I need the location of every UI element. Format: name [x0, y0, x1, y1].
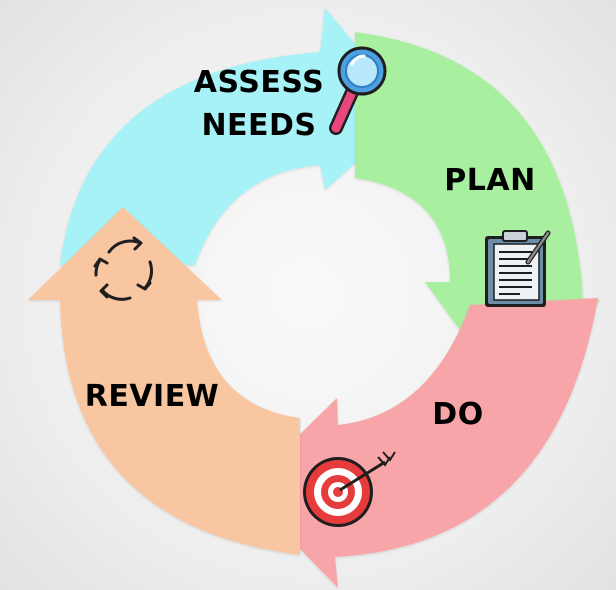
assess-label: ASSESS: [194, 65, 324, 100]
assess-arrow: [60, 8, 412, 265]
assess-label-line2: NEEDS: [201, 108, 316, 143]
do-label: DO: [432, 397, 483, 432]
review-label: REVIEW: [85, 379, 220, 414]
review-arrow: [28, 207, 300, 555]
cycle-arrows-icon: [93, 236, 154, 301]
magnifying-glass-icon: [329, 46, 387, 135]
clipboard-icon: [485, 230, 551, 307]
target-icon: [303, 451, 396, 527]
plan-label: PLAN: [444, 163, 535, 198]
